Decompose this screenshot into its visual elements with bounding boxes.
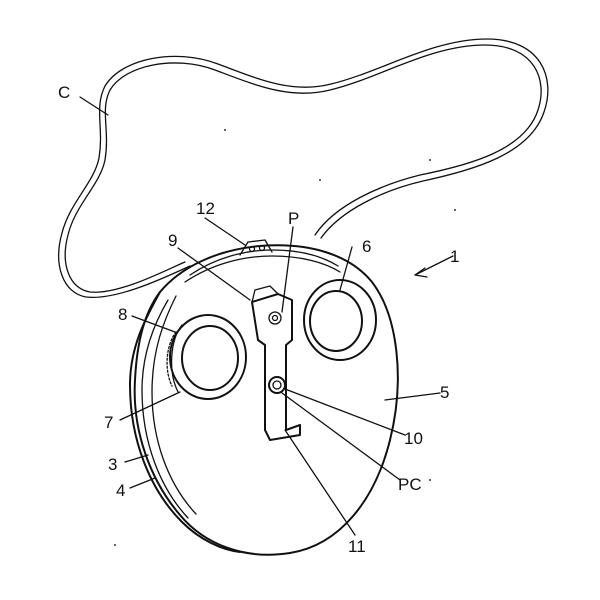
label-cord-c: C xyxy=(58,83,70,102)
label-item-7: 7 xyxy=(104,413,113,432)
label-item-9: 9 xyxy=(168,231,177,250)
device-body xyxy=(129,244,399,556)
bracket-11 xyxy=(251,285,301,441)
label-item-4: 4 xyxy=(116,481,125,500)
right-lens-6 xyxy=(303,279,377,361)
label-item-p: P xyxy=(288,209,299,228)
label-item-11: 11 xyxy=(348,537,366,556)
top-tab-12 xyxy=(239,239,273,256)
label-item-5: 5 xyxy=(440,383,449,402)
cord-loop xyxy=(58,38,549,299)
label-device-1: 1 xyxy=(450,247,459,266)
label-item-8: 8 xyxy=(118,305,127,324)
label-item-10: 10 xyxy=(404,429,423,448)
reference-labels: C 1 12 9 P 6 8 7 3 4 5 10 PC 11 xyxy=(58,83,459,556)
left-lens-8 xyxy=(166,314,247,400)
label-item-6: 6 xyxy=(362,237,371,256)
label-item-12: 12 xyxy=(196,199,215,218)
label-item-3: 3 xyxy=(108,455,117,474)
leader-lines xyxy=(79,96,454,536)
label-item-pc: PC xyxy=(398,475,422,494)
scan-speckles xyxy=(114,129,456,546)
